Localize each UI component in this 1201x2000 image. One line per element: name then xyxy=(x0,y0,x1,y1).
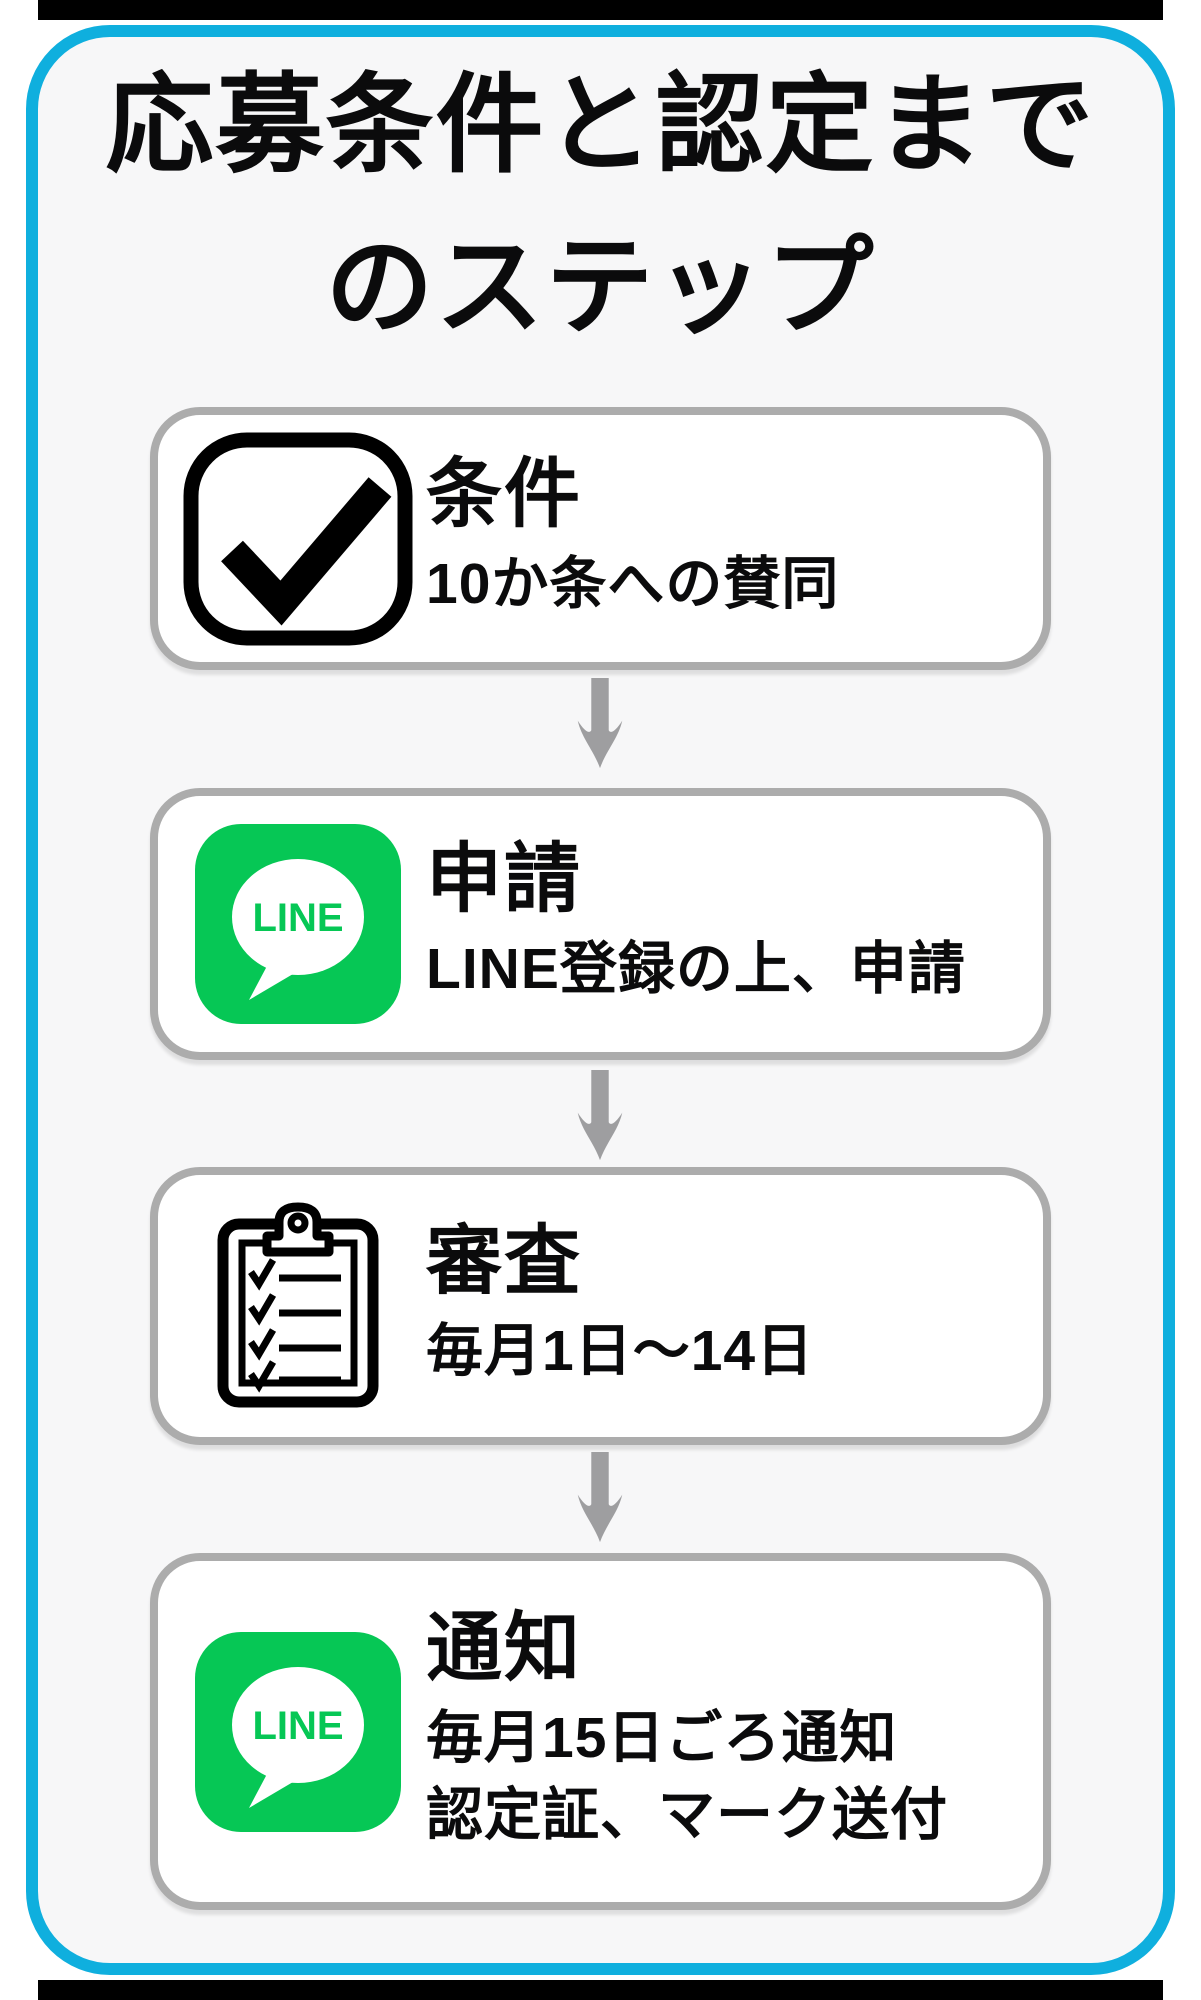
step-title: 審査 xyxy=(426,1219,582,1305)
step-title: 通知 xyxy=(426,1606,582,1692)
step-description: LINE登録の上、申請 xyxy=(426,937,966,1002)
step-card-notification: LINE 通知 毎月15日ごろ通知 認定証、マーク送付 xyxy=(150,1553,1051,1910)
line-icon-label: LINE xyxy=(252,896,343,940)
step-card-screening: 審査 毎月1日〜14日 xyxy=(150,1167,1051,1445)
page-title: 応募条件と認定まで のステップ xyxy=(0,44,1201,368)
step-description: 10か条への賛同 xyxy=(426,551,840,616)
line-app-icon: LINE xyxy=(170,1631,426,1832)
line-app-icon: LINE xyxy=(170,824,426,1024)
down-arrow-icon xyxy=(574,678,626,770)
step-description-line-2: 認定証、マーク送付 xyxy=(426,1783,948,1848)
step-title: 申請 xyxy=(426,837,582,923)
line-icon-label: LINE xyxy=(252,1704,343,1748)
clipboard-checklist-icon xyxy=(170,1202,426,1410)
down-arrow-icon xyxy=(574,1070,626,1162)
step-card-requirements: 条件 10か条への賛同 xyxy=(150,407,1051,670)
page-title-line-1: 応募条件と認定まで xyxy=(105,64,1096,185)
top-black-edge-bar xyxy=(38,0,1163,20)
step-card-application: LINE 申請 LINE登録の上、申請 xyxy=(150,788,1051,1060)
step-title: 条件 xyxy=(426,451,582,537)
step-description: 毎月1日〜14日 xyxy=(426,1319,815,1384)
down-arrow-icon xyxy=(574,1452,626,1544)
page-title-line-2: のステップ xyxy=(325,226,876,347)
step-description-line-1: 毎月15日ごろ通知 xyxy=(426,1706,898,1771)
bottom-black-edge-bar xyxy=(38,1980,1163,2000)
checkbox-check-icon xyxy=(170,431,426,647)
